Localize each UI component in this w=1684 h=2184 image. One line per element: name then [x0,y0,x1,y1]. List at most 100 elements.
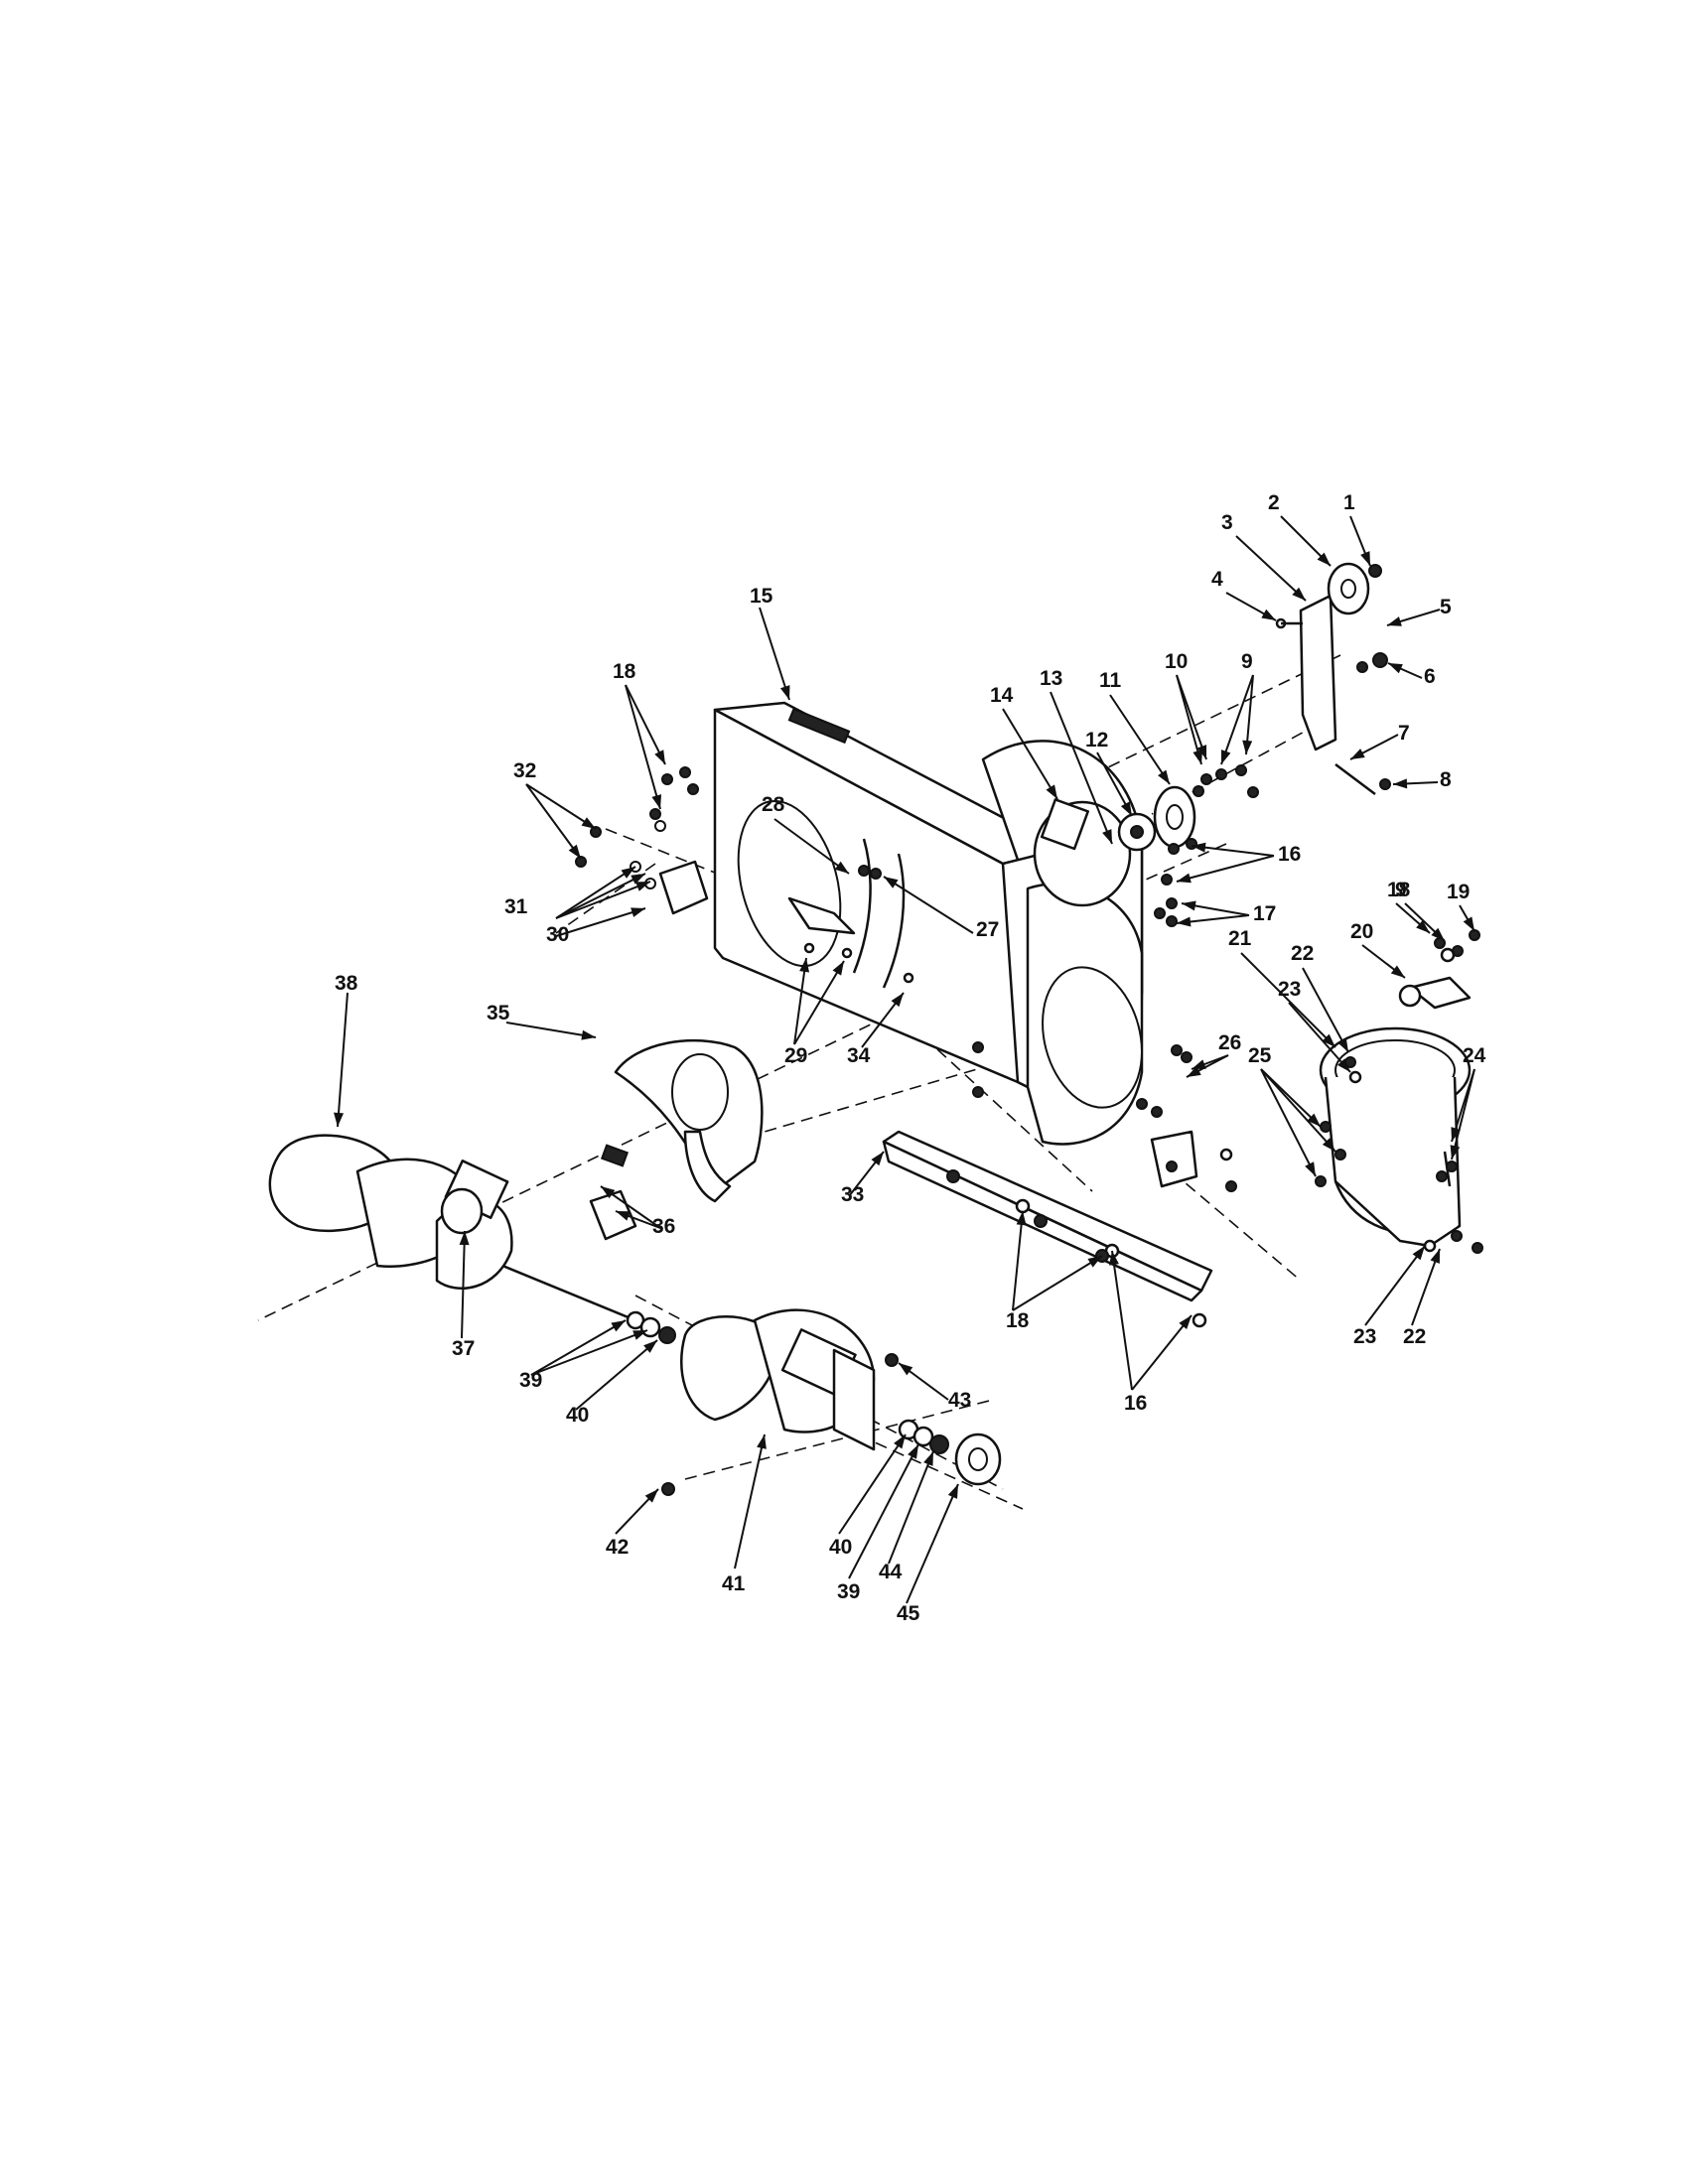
leader-arrowhead [1336,1037,1348,1052]
callout-4: 4 [1211,568,1223,591]
leader-line [575,1339,658,1411]
leader-arrowhead [1102,829,1112,844]
callout-18-lower: 18 [1006,1309,1030,1332]
discharge-chute [1315,929,1483,1254]
right-shoe [972,1041,1237,1192]
leader-line [1176,674,1202,765]
leader-arrowhead [1220,750,1231,764]
leader-arrowhead [799,958,810,973]
leader-arrowhead [1305,1161,1316,1176]
leader-line [555,907,646,937]
leader-line [883,876,974,934]
leader-arrowhead [601,1186,616,1199]
leader-line [888,1450,934,1565]
leader-line [1240,952,1336,1048]
leader-line [1260,1068,1336,1153]
leader-line [1012,1210,1024,1311]
leader-arrowhead [947,1484,958,1499]
leader-line [1176,674,1207,760]
leader-arrowhead [1322,1138,1335,1152]
leader-arrowhead [1192,842,1206,853]
callout-23-upper: 23 [1278,978,1301,1001]
callout-9-upper: 9 [1241,650,1253,673]
leader-arrowhead [632,1330,647,1340]
leader-line [773,818,850,875]
auger-hardware [626,1310,1002,1496]
callout-labels: 1 2 3 4 5 6 7 8 9 10 11 12 13 14 15 16 1… [335,491,1486,1625]
leader-arrowhead [1390,965,1405,978]
leader-arrowhead [1046,784,1057,799]
callout-23-lower: 23 [1353,1325,1376,1348]
callout-20: 20 [1350,920,1373,943]
callout-41: 41 [722,1572,746,1595]
callout-32: 32 [513,759,536,782]
leader-line [530,1329,648,1376]
leader-arrowhead [908,1444,918,1459]
callout-30: 30 [546,923,569,946]
idler-pulley-bracket [1275,562,1391,795]
leader-arrowhead [1177,873,1192,884]
leader-arrowhead [621,867,635,879]
leader-line [906,1483,959,1604]
callout-29: 29 [784,1044,807,1067]
leader-line [1235,535,1307,602]
callout-9-chute: 9 [1395,879,1407,901]
leader-line [555,881,651,919]
leader-arrowhead [581,1029,596,1040]
callout-42: 42 [606,1536,629,1559]
callout-18-upper-left: 18 [613,660,636,683]
callout-38: 38 [335,972,358,995]
leader-arrowhead [1336,1058,1350,1072]
leader-line [1050,691,1113,845]
impeller-housing-boss [1033,798,1132,907]
leader-arrowhead [1393,778,1408,789]
leader-arrowhead [1242,740,1253,754]
leader-arrowhead [581,817,596,829]
leader-arrowhead [1317,552,1331,566]
leader-arrowhead [1087,1256,1102,1268]
leader-arrowhead [884,877,899,888]
leader-arrowhead [1307,1113,1321,1127]
leader-line [1288,1002,1351,1073]
callout-40-lower: 40 [829,1536,852,1559]
leader-arrowhead [1179,1315,1192,1330]
left-shoe-hardware [575,766,709,915]
callout-10: 10 [1165,650,1188,673]
leader-line [525,783,582,860]
leader-arrowhead [1158,769,1170,784]
leader-line [461,1230,466,1339]
leader-line [1109,694,1171,785]
callout-33: 33 [841,1183,864,1206]
callout-44: 44 [879,1561,903,1583]
leader-line [555,866,636,919]
leader-arrowhead [1177,916,1192,927]
auger-assembly [268,1134,876,1451]
leader-arrowhead [654,750,665,764]
leader-arrowhead [1388,663,1403,674]
leader-arrowhead [871,1152,884,1166]
leader-arrowhead [631,874,645,885]
callout-31: 31 [504,895,528,918]
leader-arrowhead [459,1231,470,1246]
callout-40-upper: 40 [566,1404,589,1427]
leader-arrowhead [779,685,790,700]
callout-11: 11 [1099,669,1122,692]
callout-13: 13 [1040,667,1062,690]
leader-line [1131,1314,1193,1391]
callout-37: 37 [452,1337,475,1360]
leader-arrowhead [611,1320,626,1332]
leader-line [505,1022,597,1038]
leader-arrowhead [1109,1251,1119,1266]
callout-25: 25 [1248,1044,1272,1067]
leader-arrowhead [1322,1033,1335,1047]
leader-line [1111,1250,1133,1391]
callout-36: 36 [652,1215,675,1238]
callout-21: 21 [1228,927,1252,950]
leader-arrowhead [834,861,849,874]
callout-43: 43 [948,1389,971,1412]
leader-line [530,1319,627,1376]
callout-26: 26 [1218,1031,1241,1054]
leader-arrowhead [1120,801,1132,816]
leader-line [337,992,349,1128]
bearing-flange-assembly [1117,764,1259,927]
